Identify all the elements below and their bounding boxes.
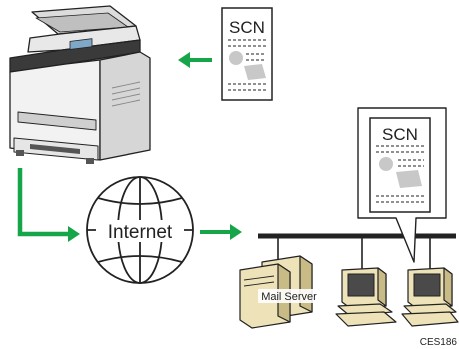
figure-code: CES186: [420, 337, 458, 348]
arrow-internet-to-network: [200, 224, 242, 240]
arrow-doc-to-printer: [178, 52, 212, 68]
printer-icon: [9, 5, 151, 164]
mail-server-label: Mail Server: [261, 291, 317, 303]
desktop-computer-icon: [335, 267, 397, 327]
received-email-bubble: [357, 107, 447, 263]
arrow-printer-to-internet: [17, 168, 80, 242]
internet-label: Internet: [108, 222, 173, 243]
desktop-computer-icon: [401, 267, 459, 327]
scan-document-icon: [221, 7, 273, 101]
doc-bubble-label: SCN: [382, 125, 418, 144]
network-bus: [258, 233, 456, 270]
doc-top-label: SCN: [229, 18, 265, 37]
